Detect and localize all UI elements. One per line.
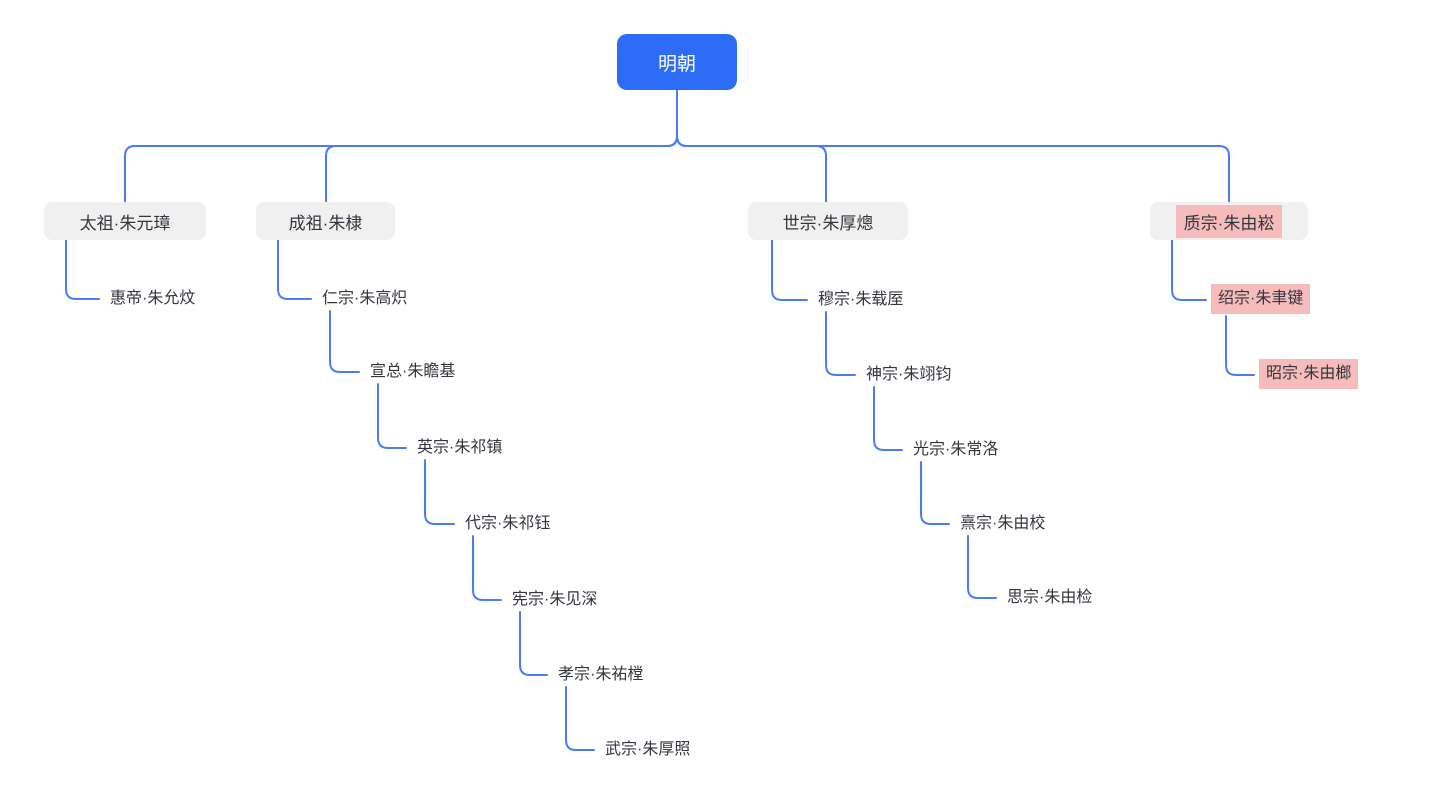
node-label: 世宗·朱厚熜: [782, 213, 874, 233]
node-wuzong[interactable]: 武宗·朱厚照: [605, 741, 691, 758]
node-label: 成祖·朱棣: [288, 213, 363, 233]
connector: [565, 686, 595, 751]
node-label: 明朝: [657, 53, 696, 75]
connector: [1225, 315, 1255, 376]
node-muzong[interactable]: 穆宗·朱载厔: [818, 291, 904, 308]
node-chengzu[interactable]: 成祖·朱棣: [256, 202, 395, 240]
node-zhaozong[interactable]: 昭宗·朱由榔: [1259, 359, 1359, 389]
connector: [873, 386, 903, 451]
node-label-highlighted: 质宗·朱由崧: [1175, 204, 1283, 238]
connector: [920, 461, 950, 525]
node-taizu[interactable]: 太祖·朱元璋: [44, 202, 206, 240]
node-shenzong[interactable]: 神宗·朱翊钧: [866, 366, 952, 383]
connector-root-branch4: [676, 89, 1230, 203]
connector: [472, 535, 502, 601]
node-xuanzong[interactable]: 宣总·朱瞻基: [370, 363, 456, 380]
node-shaozong[interactable]: 绍宗·朱聿键: [1211, 284, 1311, 314]
connector: [967, 535, 997, 599]
connector: [277, 239, 312, 300]
node-label: 太祖·朱元璋: [79, 213, 171, 233]
connector: [65, 239, 100, 300]
node-xizong[interactable]: 熹宗·朱由校: [960, 515, 1046, 532]
connector: [771, 239, 808, 301]
node-yingzong[interactable]: 英宗·朱祁镇: [417, 439, 503, 456]
node-shizong[interactable]: 世宗·朱厚熜: [748, 202, 908, 240]
node-sizong[interactable]: 思宗·朱由检: [1007, 589, 1093, 606]
node-zhizong[interactable]: 质宗·朱由崧: [1150, 202, 1308, 240]
connector: [1171, 239, 1207, 301]
connector: [377, 383, 407, 449]
node-guangzong[interactable]: 光宗·朱常洛: [913, 441, 999, 458]
node-daizong[interactable]: 代宗·朱祁钰: [465, 515, 551, 532]
node-xianzong[interactable]: 宪宗·朱见深: [512, 591, 598, 608]
connector-root-branch2: [325, 89, 678, 203]
connector-root-branch1: [124, 89, 678, 203]
node-renzong[interactable]: 仁宗·朱高炽: [322, 290, 408, 307]
connector-root-branch3: [676, 89, 827, 203]
connector: [825, 311, 856, 376]
node-xiaozong[interactable]: 孝宗·朱祐樘: [558, 666, 644, 683]
node-huidi[interactable]: 惠帝·朱允炆: [110, 290, 196, 307]
connector: [519, 611, 548, 676]
connector: [424, 459, 455, 525]
node-mingchao[interactable]: 明朝: [617, 34, 737, 90]
connector: [329, 310, 360, 373]
